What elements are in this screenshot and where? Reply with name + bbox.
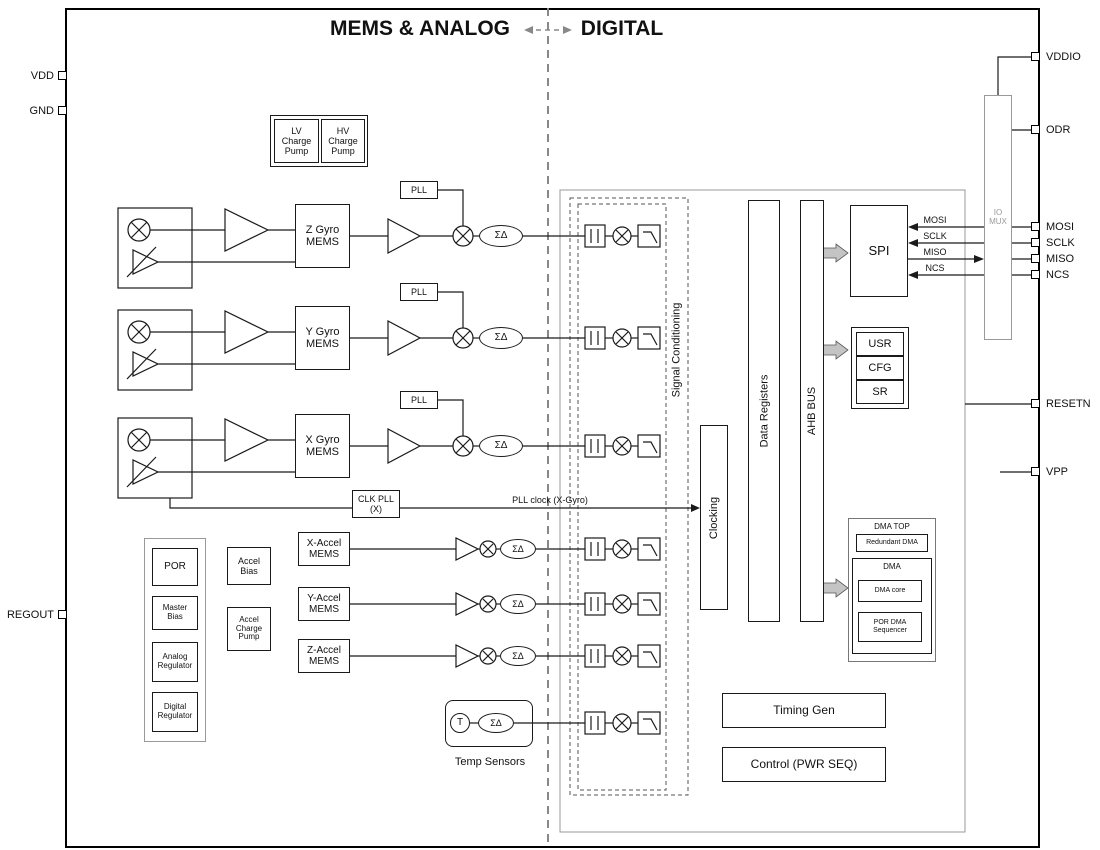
sigma-delta-temp: ΣΔ <box>478 713 514 733</box>
redundant-dma-block: Redundant DMA <box>856 534 928 552</box>
pin-label-resetn: RESETN <box>1046 398 1091 410</box>
z-gyro-mems-block: Z Gyro MEMS <box>295 204 350 268</box>
usr-register-block: USR <box>856 332 904 356</box>
chip-outline <box>65 8 1040 848</box>
pll-x-block: PLL <box>400 391 438 409</box>
pin-sclk <box>1031 238 1040 247</box>
analog-regulator-block: Analog Regulator <box>152 642 198 682</box>
dma-top-block <box>848 518 936 662</box>
conditioning-chains <box>584 224 661 735</box>
io-mux-block: IO MUX <box>984 95 1012 340</box>
spi-signal-sclk: SCLK <box>923 231 947 241</box>
dma-core-block: DMA core <box>858 580 922 602</box>
hv-charge-pump-block: HV Charge Pump <box>321 119 365 163</box>
spi-signal-ncs: NCS <box>925 263 945 273</box>
charge-pump-group <box>270 115 368 167</box>
y-gyro-mems-block: Y Gyro MEMS <box>295 306 350 370</box>
temp-sensor-icon: T <box>450 713 470 733</box>
divider-arrowheads <box>524 26 572 34</box>
ahb-bus-block: AHB BUS <box>800 200 824 622</box>
clk-pll-block: CLK PLL (X) <box>352 490 400 518</box>
pin-miso <box>1031 254 1040 263</box>
pll-clock-route <box>169 498 692 509</box>
domain-divider <box>527 8 569 848</box>
pin-label-ncs: NCS <box>1046 269 1070 281</box>
accel-y-signal-path <box>350 592 585 616</box>
sigma-delta-accel-y: ΣΔ <box>500 594 536 614</box>
digital-section-outline <box>559 189 966 833</box>
section-title-digital: DIGITAL <box>580 17 664 40</box>
cfg-register-block: CFG <box>856 356 904 380</box>
sigma-delta-gyro-y: ΣΔ <box>479 327 523 349</box>
power-group-outline <box>144 538 206 742</box>
pin-regout <box>58 610 67 619</box>
control-pwr-seq-block: Control (PWR SEQ) <box>722 747 886 782</box>
pin-odr <box>1031 125 1040 134</box>
sr-register-block: SR <box>856 380 904 404</box>
sigma-delta-gyro-x: ΣΔ <box>479 435 523 457</box>
pin-label-sclk: SCLK <box>1046 237 1075 249</box>
pin-mosi <box>1031 222 1040 231</box>
spi-signal-mosi: MOSI <box>923 215 947 225</box>
pin-label-vdd: VDD <box>30 70 54 82</box>
pin-ncs <box>1031 270 1040 279</box>
master-bias-block: Master Bias <box>152 596 198 630</box>
dma-label: DMA <box>883 561 901 571</box>
pin-label-miso: MISO <box>1046 253 1075 265</box>
pin-resetn <box>1031 399 1040 408</box>
sigma-delta-gyro-z: ΣΔ <box>479 225 523 247</box>
pin-label-regout: REGOUT <box>6 609 54 621</box>
timing-gen-block: Timing Gen <box>722 693 886 728</box>
spi-signal-miso: MISO <box>923 247 947 257</box>
pin-vdd <box>58 71 67 80</box>
pin-vpp <box>1031 467 1040 476</box>
accel-charge-pump-block: Accel Charge Pump <box>227 607 271 651</box>
gyro-z-signal-path <box>117 189 585 289</box>
pin-label-vddio: VDDIO <box>1046 51 1081 63</box>
pll-clock-label: PLL clock (X-Gyro) <box>512 495 588 505</box>
spi-wire-arrowheads <box>908 223 984 279</box>
gyro-y-signal-path <box>117 291 585 391</box>
pin-label-vpp: VPP <box>1046 466 1069 478</box>
section-title-analog: MEMS & ANALOG <box>329 17 511 40</box>
por-block: POR <box>152 548 198 586</box>
pin-label-odr: ODR <box>1046 124 1071 136</box>
spi-wires <box>908 226 984 276</box>
gyro-x-signal-path <box>117 399 585 499</box>
dma-block <box>852 558 932 654</box>
signal-conditioning-label: Signal Conditioning <box>670 302 683 398</box>
lv-charge-pump-block: LV Charge Pump <box>274 119 319 163</box>
y-accel-mems-block: Y-Accel MEMS <box>298 587 350 621</box>
pin-gnd <box>58 106 67 115</box>
por-dma-sequencer-block: POR DMA Sequencer <box>858 612 922 642</box>
data-registers-block: Data Registers <box>748 200 780 622</box>
temp-sensors-label: Temp Sensors <box>454 756 526 768</box>
pll-clock-arrowhead <box>691 504 700 512</box>
pll-z-block: PLL <box>400 181 438 199</box>
sigma-delta-accel-x: ΣΔ <box>500 539 536 559</box>
register-group <box>851 327 909 409</box>
pin-vddio <box>1031 52 1040 61</box>
accel-x-signal-path <box>350 537 585 561</box>
accel-z-signal-path <box>350 644 585 668</box>
x-accel-mems-block: X-Accel MEMS <box>298 532 350 566</box>
spi-block: SPI <box>850 205 908 297</box>
z-accel-mems-block: Z-Accel MEMS <box>298 639 350 673</box>
digital-regulator-block: Digital Regulator <box>152 692 198 732</box>
sigma-delta-accel-z: ΣΔ <box>500 646 536 666</box>
pll-y-block: PLL <box>400 283 438 301</box>
x-gyro-mems-block: X Gyro MEMS <box>295 414 350 478</box>
pin-label-mosi: MOSI <box>1046 221 1075 233</box>
signal-conditioning-outline <box>569 197 689 796</box>
bus-arrows <box>821 243 849 598</box>
accel-bias-block: Accel Bias <box>227 547 271 585</box>
dma-top-label: DMA TOP <box>874 521 910 531</box>
pin-label-gnd: GND <box>29 105 54 117</box>
temp-sensor-group <box>445 700 533 747</box>
clocking-block: Clocking <box>700 425 728 610</box>
